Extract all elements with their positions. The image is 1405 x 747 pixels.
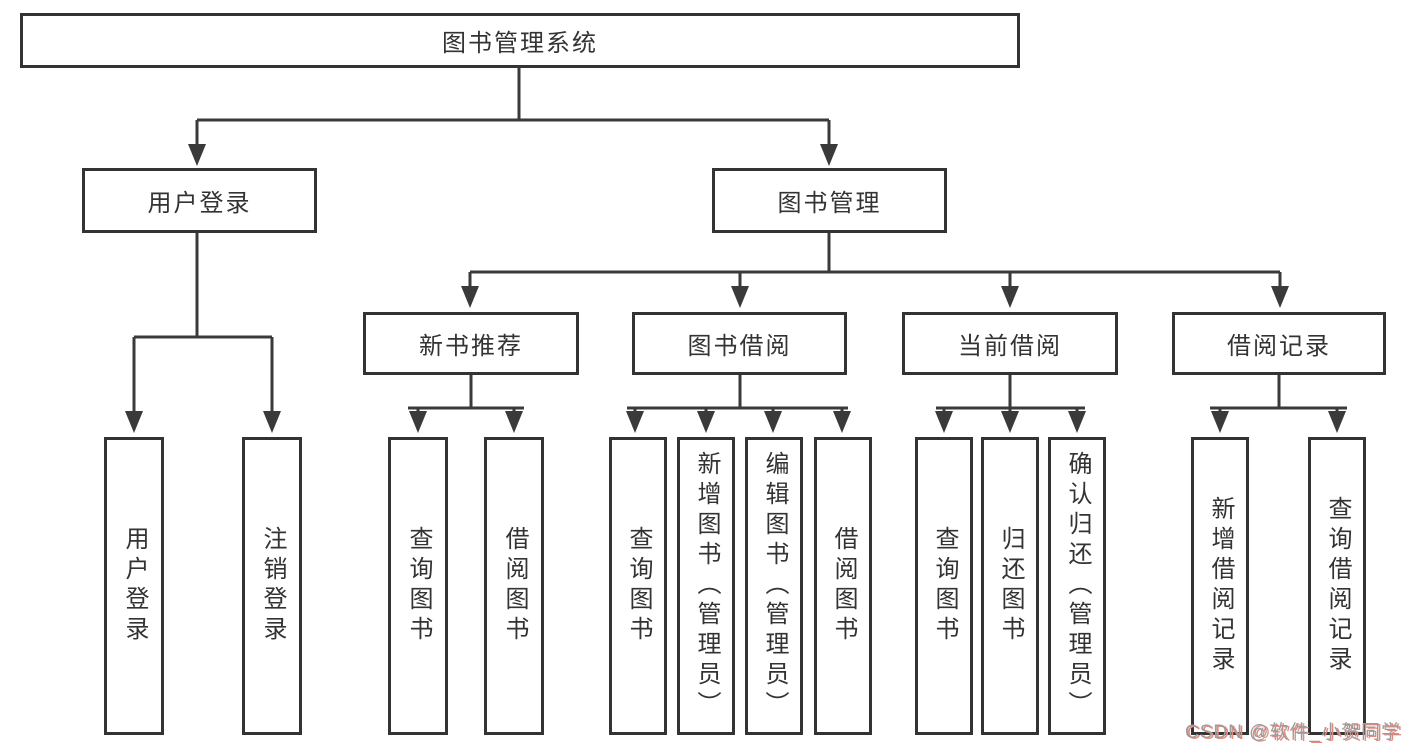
leaf-logout-login: 注销登录	[242, 437, 302, 735]
leaf-add-borrow-record: 新增借阅记录	[1191, 437, 1249, 735]
leaf-edit-books-admin: 编辑图书（管理员）	[745, 437, 803, 735]
leaf-user-login: 用户登录	[104, 437, 164, 735]
node-current-borrowing: 当前借阅	[902, 312, 1118, 375]
leaf-query-books-3: 查询图书	[915, 437, 973, 735]
csdn-watermark: CSDN @软件_小贺同学	[1185, 722, 1401, 743]
node-user-login: 用户登录	[82, 168, 317, 233]
node-new-book-recommend: 新书推荐	[363, 312, 579, 375]
node-current-borrowing-label: 当前借阅	[958, 333, 1062, 360]
node-root-label: 图书管理系统	[442, 30, 598, 57]
leaf-add-books-admin: 新增图书（管理员）	[677, 437, 735, 735]
node-book-management: 图书管理	[712, 168, 947, 233]
node-new-book-recommend-label: 新书推荐	[419, 333, 523, 360]
node-book-borrowing: 图书借阅	[632, 312, 847, 375]
leaf-query-books-2: 查询图书	[609, 437, 667, 735]
node-borrow-records: 借阅记录	[1172, 312, 1386, 375]
node-user-login-label: 用户登录	[147, 190, 252, 217]
node-borrow-records-label: 借阅记录	[1227, 333, 1331, 360]
leaf-query-borrow-record: 查询借阅记录	[1308, 437, 1366, 735]
node-root: 图书管理系统	[20, 13, 1020, 68]
leaf-borrow-books-1: 借阅图书	[484, 437, 544, 735]
leaf-query-books-1: 查询图书	[388, 437, 448, 735]
leaf-return-books: 归还图书	[981, 437, 1039, 735]
node-book-management-label: 图书管理	[777, 190, 882, 217]
leaf-borrow-books-2: 借阅图书	[814, 437, 872, 735]
node-book-borrowing-label: 图书借阅	[687, 333, 792, 360]
leaf-confirm-return-admin: 确认归还（管理员）	[1048, 437, 1106, 735]
